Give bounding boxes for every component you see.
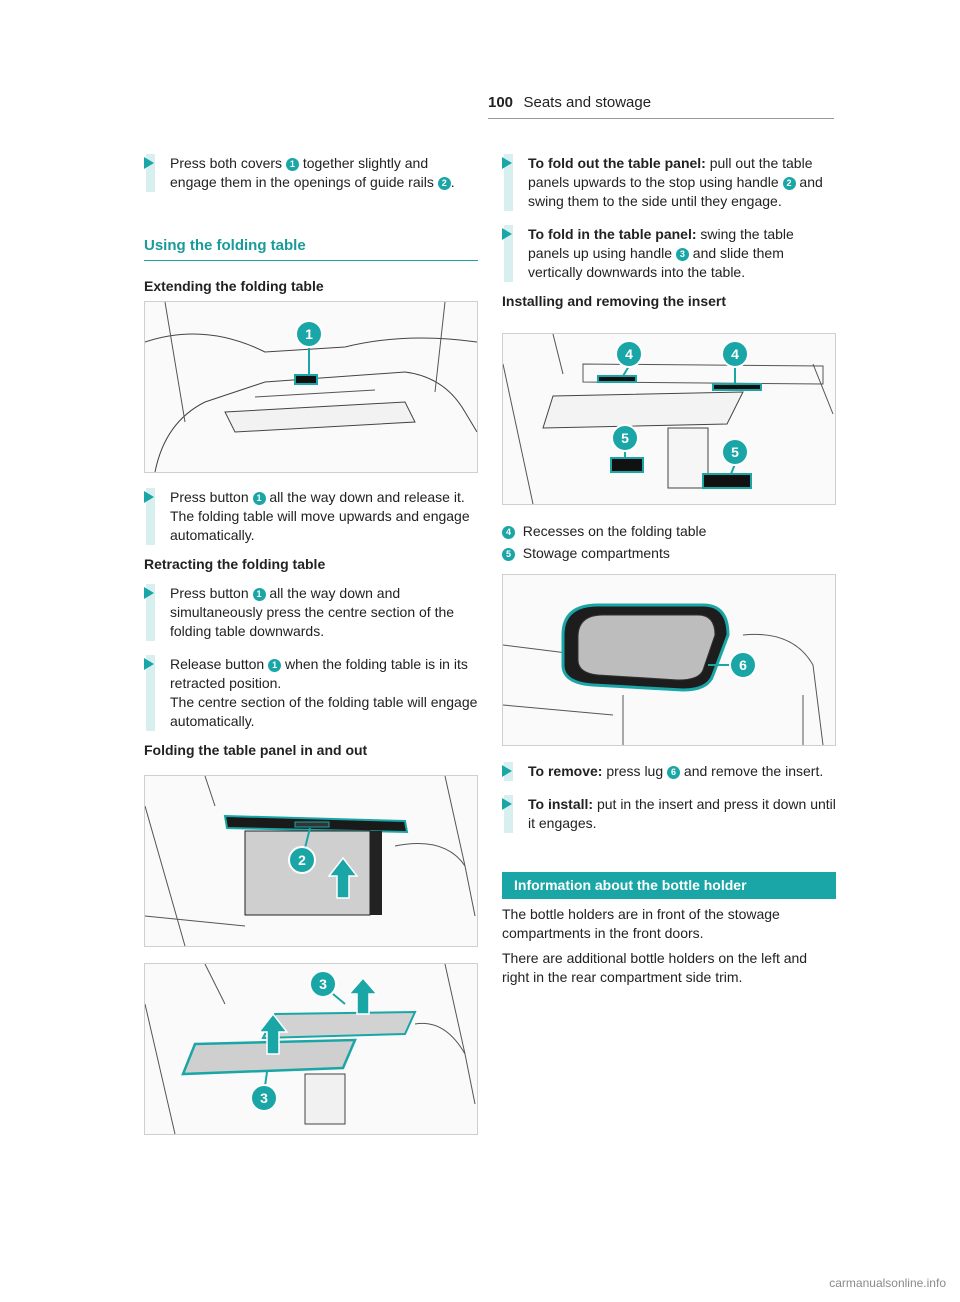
info-paragraph: The bottle holders are in front of the s… (502, 906, 780, 941)
section-using-table: Using the folding table Extending the fo… (144, 236, 478, 306)
step-arrow-icon (502, 765, 512, 777)
callout-number: 2 (437, 177, 451, 190)
step-retract-press: Press button 1 all the way down and simu… (144, 584, 478, 641)
arrow-up-icon (257, 1012, 289, 1055)
figure-callout: 3 (260, 1090, 268, 1106)
subheading-extending: Extending the folding table (144, 278, 324, 294)
info-title: Information about the bottle holder (502, 872, 836, 899)
figure-callout: 3 (319, 976, 327, 992)
figure-fold-out-panel: 3 3 (144, 963, 478, 1135)
figure-callout: 4 (625, 346, 633, 362)
page-title: Seats and stowage (523, 94, 652, 111)
figure-callout: 4 (731, 346, 739, 362)
subheading-insert: Installing and removing the insert (502, 293, 727, 309)
callout-number: 1 (268, 659, 282, 672)
step-arrow-icon (144, 157, 154, 169)
figure-callout: 6 (739, 657, 747, 673)
legend-item: 4 Recesses on the folding table (502, 520, 836, 542)
callout-number: 3 (675, 248, 689, 261)
step-arrow-icon (502, 798, 512, 810)
left-column: Press both covers 1 together slightly an… (144, 154, 478, 206)
callout-number: 1 (252, 492, 266, 505)
step-arrow-icon (502, 228, 512, 240)
step-retract-release: Release button 1 when the folding table … (144, 655, 478, 731)
step-arrow-icon (144, 587, 154, 599)
callout-number: 2 (782, 177, 796, 190)
step-fold-in: To fold in the table panel: swing the ta… (502, 225, 836, 282)
right-column: To fold out the table panel: pull out th… (502, 154, 836, 321)
arrow-up-icon (347, 976, 379, 1015)
step-arrow-icon (144, 491, 154, 503)
watermark: carmanualsonline.info (829, 1276, 946, 1290)
subheading-retracting: Retracting the folding table (144, 556, 326, 572)
step-remove-insert: To remove: press lug 6 and remove the in… (502, 762, 836, 781)
left-column-extend: Press button 1 all the way down and rele… (144, 488, 478, 770)
step-arrow-icon (144, 658, 154, 670)
figure-callout: 5 (731, 444, 739, 460)
figure-legend: 4 Recesses on the folding table 5 Stowag… (502, 520, 836, 564)
arrow-up-icon (327, 856, 359, 899)
figure-callout: 1 (305, 326, 313, 342)
step-press-covers: Press both covers 1 together slightly an… (144, 154, 478, 192)
info-box: Information about the bottle holder The … (502, 872, 836, 993)
subheading-folding: Folding the table panel in and out (144, 742, 368, 758)
step-arrow-icon (502, 157, 512, 169)
figure-callout: 2 (298, 852, 306, 868)
page-header: 100 Seats and stowage (488, 94, 834, 119)
right-column-insert-steps: To remove: press lug 6 and remove the in… (502, 762, 836, 847)
step-press-button-extend: Press button 1 all the way down and rele… (144, 488, 478, 545)
step-fold-out: To fold out the table panel: pull out th… (502, 154, 836, 211)
section-title: Using the folding table (144, 236, 478, 261)
callout-number: 1 (252, 588, 266, 601)
callout-number: 1 (285, 158, 299, 171)
info-paragraph: There are additional bottle holders on t… (502, 950, 808, 985)
figure-insert-overview: 4 4 5 5 (502, 333, 836, 505)
legend-item: 5 Stowage compartments (502, 542, 836, 564)
callout-number: 6 (667, 766, 681, 779)
figure-insert-detail: 6 (502, 574, 836, 746)
figure-fold-table-panel: 2 (144, 775, 478, 947)
step-install-insert: To install: put in the insert and press … (502, 795, 836, 833)
figure-callout: 5 (621, 430, 629, 446)
figure-extending-table: 1 (144, 301, 478, 473)
page-number: 100 (488, 94, 514, 111)
